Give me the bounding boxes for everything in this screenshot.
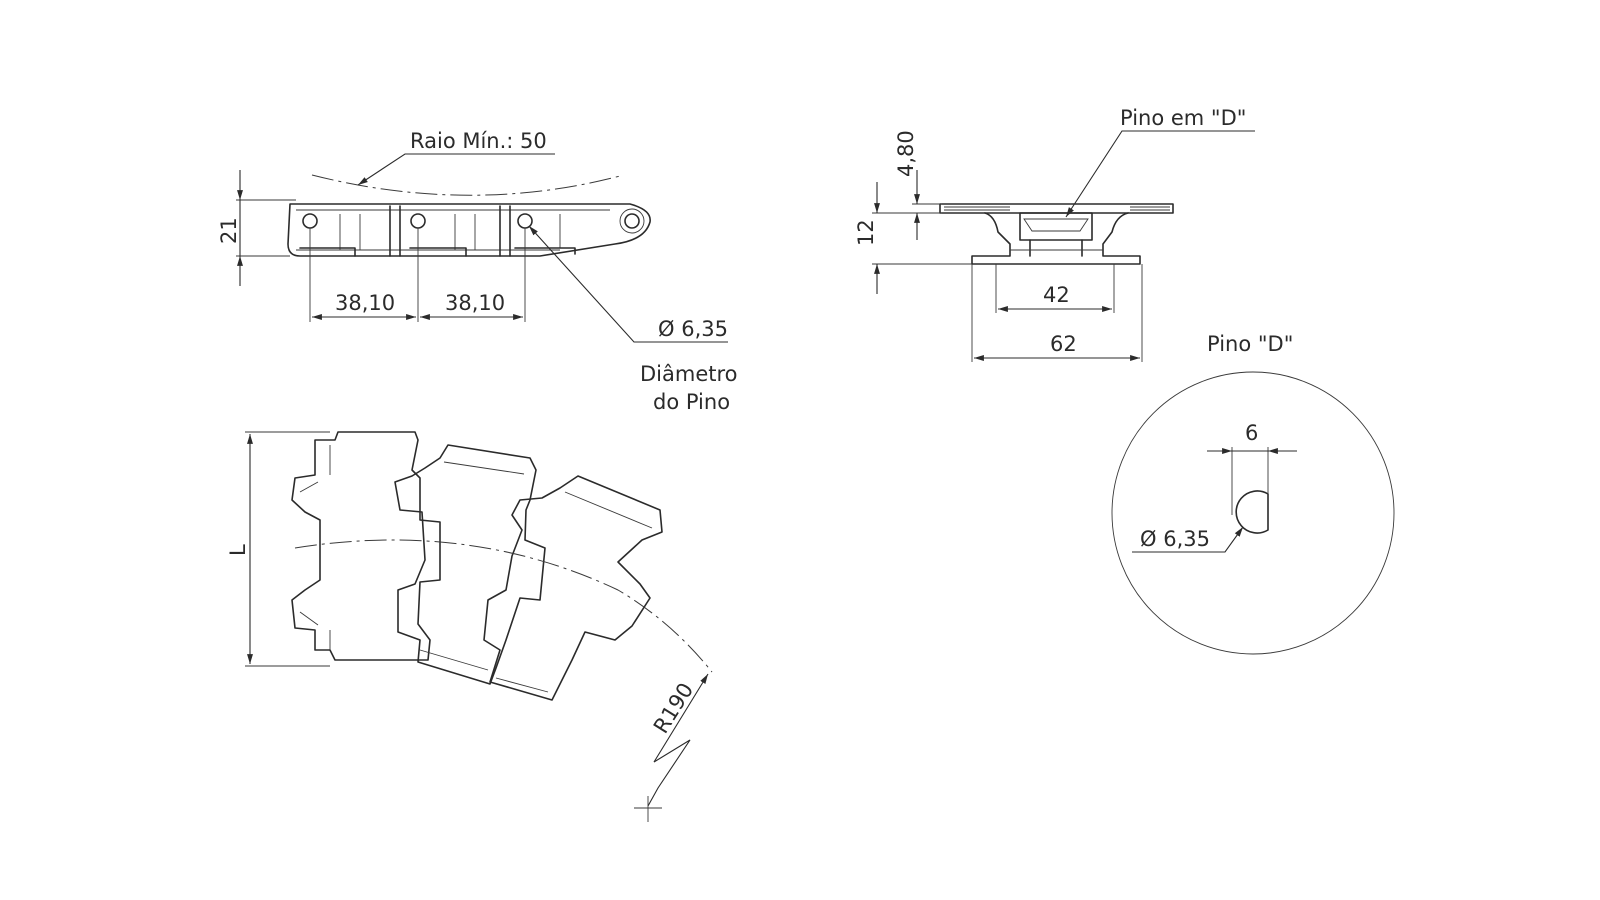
pin-detail-title: Pino "D" [1207, 332, 1293, 356]
pin-d-label: Pino em "D" [1120, 106, 1246, 130]
pitch-dim-2: 38,10 [445, 291, 505, 315]
dim-top: 4,80 [894, 130, 918, 177]
pin-diameter-caption-2: do Pino [653, 390, 730, 414]
pin-hole [302, 213, 318, 229]
top-plate [939, 203, 1174, 214]
module-2 [394, 444, 546, 685]
min-radius-leader [357, 153, 555, 186]
flat-width-dim: 6 [1245, 421, 1258, 445]
min-radius-label: Raio Mín.: 50 [410, 129, 547, 153]
front-view: Pino em "D" 4,80 12 42 62 [854, 106, 1255, 362]
pin-diameter-leader [528, 225, 728, 343]
d-pin-shape [1235, 490, 1269, 534]
front-body [971, 212, 1141, 265]
pitch-dim-1: 38,10 [335, 291, 395, 315]
dim-height: 12 [854, 219, 878, 246]
top-view: L R190 [226, 431, 713, 822]
dim-outer-width: 62 [1050, 332, 1077, 356]
min-radius-arc [311, 174, 621, 196]
pin-diameter-caption-1: Diâmetro [640, 362, 738, 386]
pin-detail: Pino "D" 6 Ø 6,35 [1111, 332, 1395, 655]
pin-diameter-dim: Ø 6,35 [658, 317, 728, 341]
length-dim: L [226, 544, 250, 556]
detail-circle [1111, 371, 1395, 655]
pin-hole [517, 213, 533, 229]
module-1 [291, 431, 441, 661]
dim-inner-width: 42 [1043, 283, 1070, 307]
radius-dim: R190 [649, 679, 698, 738]
module-3 [483, 475, 663, 701]
height-dim: 21 [217, 217, 241, 244]
diameter-dim: Ø 6,35 [1140, 527, 1210, 551]
end-hole [624, 213, 640, 229]
chain-body [287, 203, 651, 257]
side-view: Raio Mín.: 50 21 38,10 38,10 Ø 6,35 Diâm… [217, 129, 738, 414]
curve-centerline [294, 539, 713, 673]
pin-hole [410, 213, 426, 229]
